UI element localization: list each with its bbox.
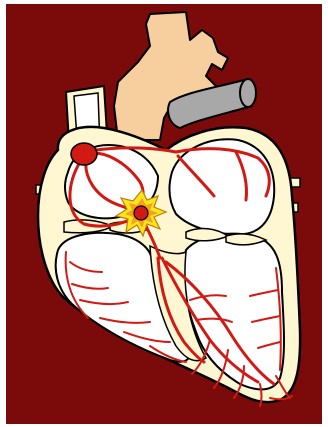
sa-node-icon [71,143,97,165]
left-atrium [169,139,274,234]
pulmonary-artery-opening [240,79,256,107]
